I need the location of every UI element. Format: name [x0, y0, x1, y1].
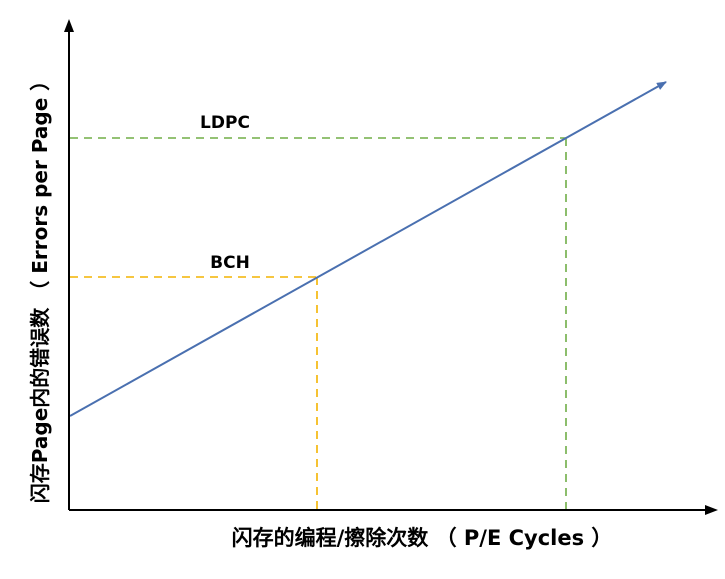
x-axis-arrowhead	[705, 505, 718, 515]
ldpc-label: LDPC	[200, 113, 250, 133]
error-trend-line	[69, 81, 667, 417]
y-axis-label: 闪存Page内的错误数 （ Errors per Page ）	[28, 71, 52, 503]
x-axis-label: 闪存的编程/擦除次数 （ P/E Cycles ）	[232, 526, 613, 550]
y-axis-arrowhead	[64, 19, 74, 32]
bch-label: BCH	[210, 253, 250, 273]
